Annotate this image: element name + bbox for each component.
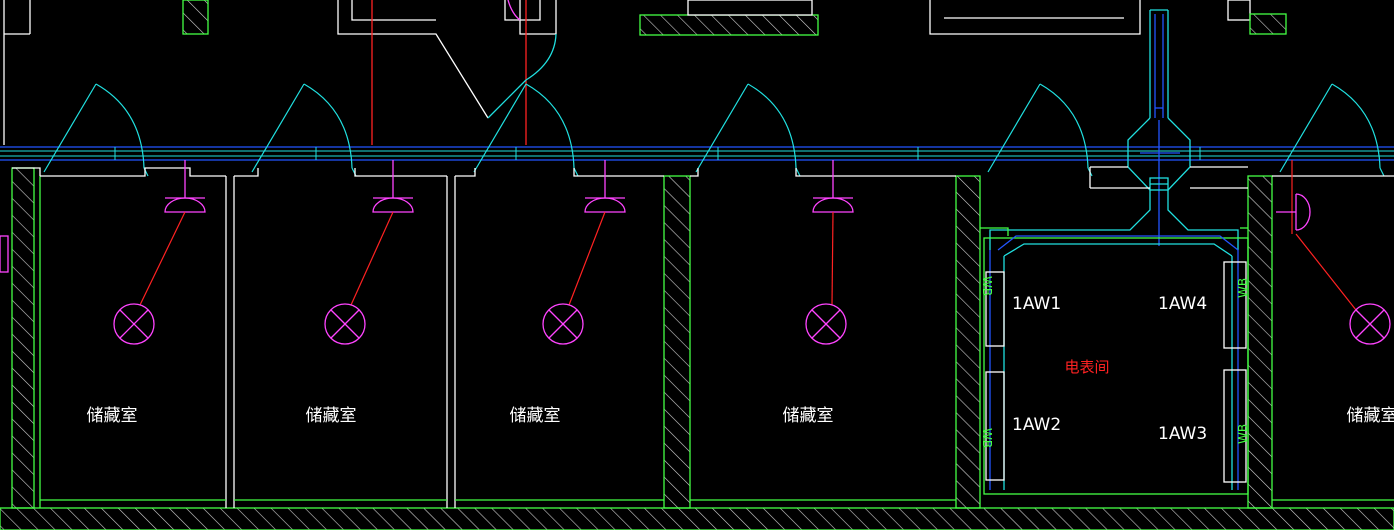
corridor-wall [0,146,1394,161]
ceiling-lamp-icon [324,303,366,345]
door-swing-6 [1279,83,1385,177]
meter-room-label: 电表间 [1064,358,1109,376]
light-1 [113,160,206,345]
meter-room-outline [980,227,1249,495]
light-3 [542,160,626,345]
ceiling-lamp-icon [1349,303,1391,345]
door-swing-3 [473,83,579,177]
door-swing-1 [43,83,149,177]
meter-box-1aw3: 1AW3 [1158,424,1207,444]
door-swing-5 [987,83,1093,177]
wb-tag-2: WB [980,428,994,448]
meter-box-1aw1: 1AW1 [1012,294,1061,314]
door-swing-2 [251,83,357,177]
upper-structures [3,0,1287,145]
lighting-fixtures [113,160,1391,345]
ceiling-lamp-icon [542,303,584,345]
room-label-3: 储藏室 [510,406,561,426]
wb-tag-1: WB [980,276,994,296]
storage-walls [0,167,1394,530]
room-label-2: 储藏室 [306,406,357,426]
room-label-4: 储藏室 [783,406,834,426]
cable-tray [989,9,1248,250]
wb-tag-4: WB [1236,424,1250,444]
room-label-5: 储藏室 [1347,406,1394,426]
meter-box-1aw4: 1AW4 [1158,294,1207,314]
room-label-1: 储藏室 [87,406,138,426]
column-stub [182,0,209,35]
ceiling-lamp-icon [113,303,155,345]
light-5 [1276,160,1391,345]
door-swings [43,83,1385,177]
room-labels: 储藏室 储藏室 储藏室 储藏室 储藏室 电表间 1AW1 1AW4 1AW2 1… [87,276,1394,448]
light-4 [805,160,854,345]
upper-wall-hatch [639,14,819,36]
wb-tag-3: WB [1236,278,1250,298]
light-2 [324,160,414,345]
ceiling-lamp-icon [805,303,847,345]
meter-box-1aw2: 1AW2 [1012,415,1061,435]
door-swing-4 [695,83,801,177]
